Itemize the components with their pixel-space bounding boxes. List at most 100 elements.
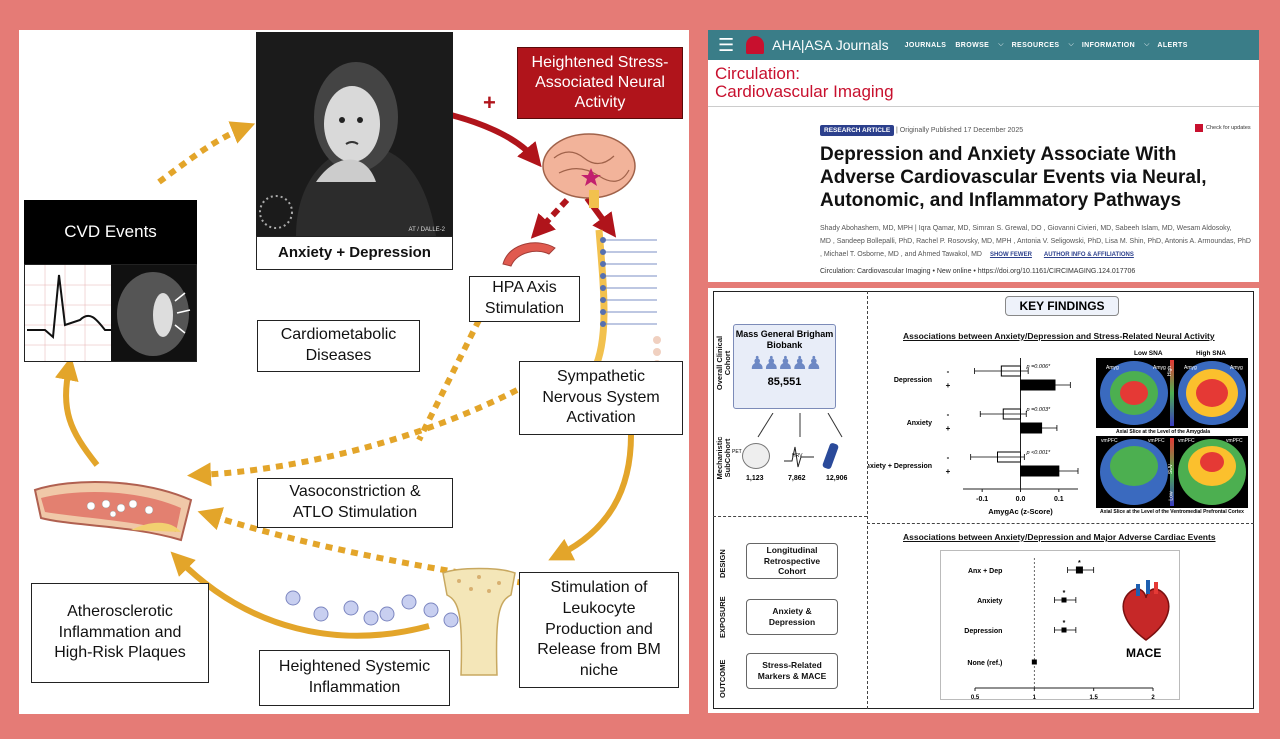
exposure-label: EXPOSURE [718, 596, 727, 638]
x-tick-label: 0.5 [971, 695, 980, 701]
node-sympathetic-activation: Sympathetic Nervous System Activation [519, 361, 683, 435]
arrow-plaque-to-cvd [54, 356, 100, 467]
nav-journals[interactable]: JOURNALS [904, 41, 947, 49]
nav-resources[interactable]: RESOURCES [1011, 41, 1060, 49]
category-label: Depression [964, 628, 1002, 635]
category-label: Anx + Dep [968, 568, 1002, 575]
overall-cohort-label: Overall Clinical Cohort [715, 335, 733, 391]
vmpfc-scans-image [1096, 436, 1248, 508]
high-scale-label: High [1167, 365, 1174, 377]
biobank-count: 85,551 [767, 375, 802, 388]
sna-chart-title: Associations between Anxiety/Depression … [903, 331, 1215, 341]
authors-line-3: , Michael T. Osborne, MD , and Ahmed Taw… [820, 251, 1134, 258]
journal-name-line2[interactable]: Cardiovascular Imaging [715, 82, 894, 101]
article-panel [708, 30, 1259, 282]
amyg-label-left: Amyg [1106, 365, 1119, 371]
significance-star: * [1063, 620, 1066, 627]
arrow-anxiety-to-brain [450, 112, 542, 168]
nav-alerts[interactable]: ALERTS [1157, 41, 1188, 49]
check-updates-button[interactable]: Check for updates [1195, 124, 1251, 132]
arrow-brain-to-hpa [530, 197, 570, 239]
mace-chart-title: Associations between Anxiety/Depression … [903, 532, 1216, 542]
node-anxiety-depression: Anxiety + Depression [256, 236, 453, 270]
article-footer: Circulation: Cardiovascular Imaging • Ne… [820, 268, 1136, 275]
low-scale-label: Low [1168, 491, 1175, 501]
key-findings-header: KEY FINDINGS [1005, 296, 1119, 316]
sub-count-blood: 12,906 [826, 475, 848, 482]
chevron-down-icon: ⌵ [1144, 41, 1150, 48]
point-estimate [1075, 566, 1083, 574]
sub-count-hrv: 7,862 [788, 475, 806, 482]
chevron-down-icon: ⌵ [998, 41, 1004, 48]
point-estimate [1031, 659, 1037, 665]
arrow-sympathetic-to-leukocyte [548, 434, 634, 561]
vmpfc-label-left: vmPFC [1101, 438, 1118, 444]
biobank-box: Mass General Brigham Biobank ♟♟♟♟♟ 85,55… [733, 324, 836, 409]
vmpfc-label-right: vmPFC [1148, 438, 1165, 444]
mace-forest-plot: 0.511.52MACE Risk- Hazard RatioAnx + Dep… [964, 558, 1155, 701]
category-label: None (ref.) [967, 660, 1002, 667]
hamburger-icon[interactable]: ☰ [718, 34, 735, 55]
arrow-hpa-to-cardiometabolic [416, 318, 482, 442]
journal-name-line1[interactable]: Circulation: [715, 64, 801, 83]
authors-line-1: Shady Abohashem, MD, MPH | Iqra Qamar, M… [820, 225, 1232, 232]
right-horizontal-divider [867, 523, 1254, 524]
journal-brand[interactable]: AHA|ASA Journals [772, 37, 889, 53]
aha-logo-icon [746, 36, 765, 54]
node-cvd-events: CVD Events [24, 200, 197, 264]
suv-label: SUV [1168, 463, 1175, 475]
mace-label: MACE [1126, 646, 1162, 660]
amyg-label-high-right: Amyg [1230, 365, 1243, 371]
high-sna-label: High SNA [1196, 350, 1226, 357]
journal-header-bar: ☰ AHA|ASA Journals JOURNALS BROWSE ⌵ RES… [708, 30, 1259, 60]
nav-browse[interactable]: BROWSE [955, 41, 990, 49]
x-tick-label: -0.1 [976, 496, 988, 503]
node-atherosclerotic-inflammation: Atherosclerotic Inflammation and High-Ri… [31, 583, 209, 683]
nav-information[interactable]: INFORMATION [1081, 41, 1136, 49]
node-hpa-axis: HPA Axis Stimulation [469, 276, 580, 322]
amygdala-scans-image [1096, 358, 1248, 428]
group-label: - [947, 453, 950, 462]
plus-sign: + [483, 90, 496, 115]
key-findings-panel: KEY FINDINGS Overall Clinical Cohort Mas… [708, 288, 1259, 713]
published-date: | Originally Published 17 December 2025 [896, 127, 1024, 134]
group-label: + [946, 424, 951, 433]
chevron-down-icon: ⌵ [1068, 41, 1074, 48]
people-icon: ♟♟♟♟♟ [749, 352, 822, 373]
key-findings-border [713, 291, 1254, 709]
node-cardiometabolic-diseases: Cardiometabolic Diseases [257, 320, 420, 372]
low-sna-label: Low SNA [1134, 350, 1163, 357]
significance-star: * [1063, 590, 1066, 597]
outcome-label: OUTCOME [718, 659, 727, 698]
adrenal-gland-icon [502, 242, 556, 267]
group-label: + [946, 381, 951, 390]
pet-scanner-icon [742, 443, 770, 469]
left-horizontal-divider [713, 516, 867, 517]
author-info-link[interactable]: AUTHOR INFO & AFFILIATIONS [1043, 252, 1134, 258]
ecg-mri-image [24, 264, 197, 362]
subcohort-label: Mechanistic SubCohort [715, 436, 733, 480]
header-divider [708, 106, 1259, 107]
image-credit: AT / DALLE-2 [408, 227, 445, 233]
mechanism-diagram-panel: AT / DALLE-2 Anxiety + Depression + Heig… [19, 30, 689, 714]
x-tick-label: 0.0 [1016, 496, 1026, 503]
node-leukocyte-production: Stimulation of Leukocyte Production and … [519, 572, 679, 688]
authors-line-2: MD , Sandeep Bollepalli, PhD, Rachel P. … [820, 238, 1251, 245]
sub-label-hrv: HRV [792, 453, 803, 459]
show-fewer-link[interactable]: SHOW FEWER [989, 252, 1032, 258]
mechanism-arrows [54, 112, 634, 639]
outcome-box: Stress-Related Markers & MACE [746, 653, 838, 689]
biobank-title: Mass General Brigham Biobank [735, 329, 834, 350]
category-label: Anxiety [907, 420, 932, 427]
blood-vessel-plaque-icon [33, 481, 193, 542]
significance-star: * [1078, 560, 1081, 567]
amyg-label-right: Amyg [1153, 365, 1166, 371]
p-value-label: p =0.006* [1026, 364, 1052, 370]
category-label: Anxiety + Depression [868, 463, 932, 470]
amyg-label-high-left: Amyg [1184, 365, 1197, 371]
heart-icon [1122, 580, 1170, 641]
vmpfc-label-high-right: vmPFC [1226, 438, 1243, 444]
arrow-sympathetic-to-vessel [187, 387, 519, 487]
point-estimate [1061, 597, 1067, 603]
